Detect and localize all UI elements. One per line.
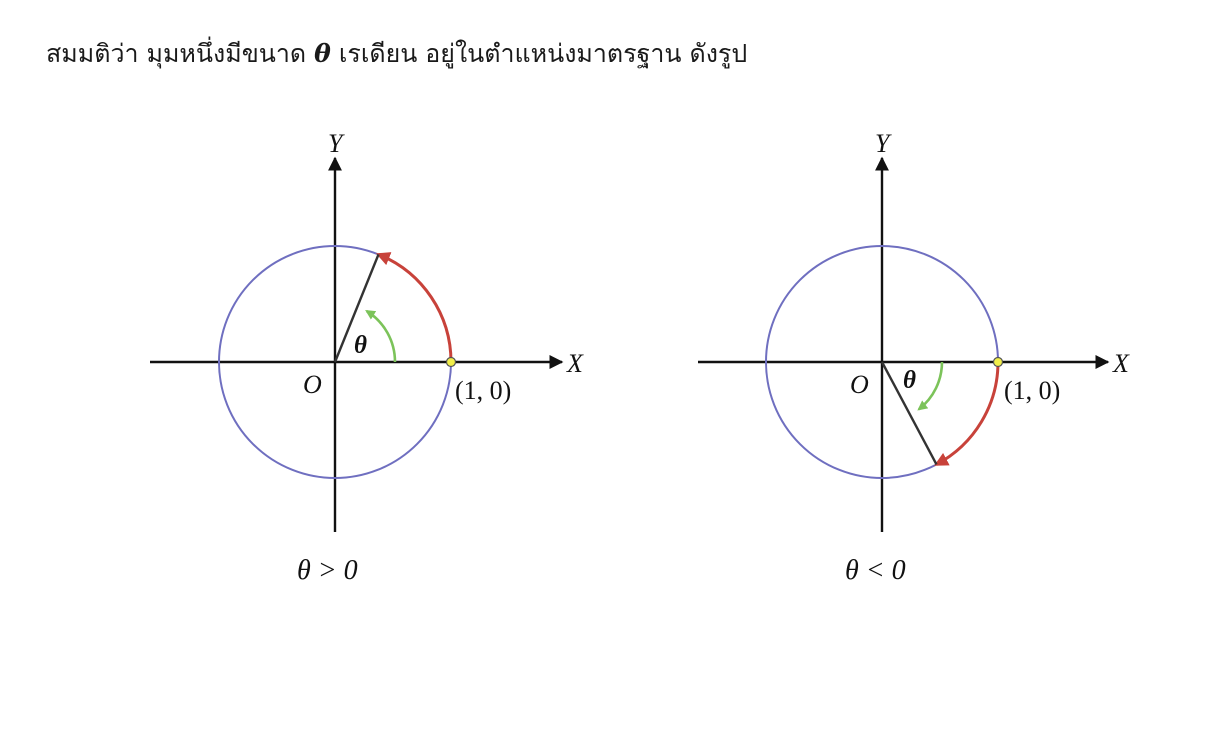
terminal-arc bbox=[375, 252, 453, 363]
caption: θ < 0 bbox=[845, 555, 906, 586]
angle-label: θ bbox=[354, 332, 367, 359]
x-axis-label: X bbox=[566, 349, 584, 378]
panel-positive: X Y O (1, 0) θ θ > 0 bbox=[150, 129, 584, 586]
caption: θ > 0 bbox=[297, 555, 358, 586]
statement-before: สมมติว่า มุมหนึ่งมีขนาด bbox=[46, 39, 307, 68]
point-1-0 bbox=[445, 356, 457, 368]
y-axis-label: Y bbox=[328, 129, 345, 158]
point-label: (1, 0) bbox=[1004, 376, 1060, 405]
statement-after: เรเดียน อยู่ในตำแหน่งมาตรฐาน ดังรูป bbox=[338, 39, 748, 68]
point-label: (1, 0) bbox=[455, 376, 511, 405]
terminal-arc bbox=[934, 361, 1000, 466]
panel-negative: X Y O (1, 0) θ θ < 0 bbox=[698, 129, 1130, 586]
angle-arrow bbox=[365, 309, 397, 363]
y-axis-label: Y bbox=[875, 129, 892, 158]
terminal-side bbox=[880, 361, 938, 465]
point-1-0 bbox=[992, 356, 1004, 368]
angle-label: θ bbox=[903, 367, 916, 394]
x-axis-label: X bbox=[1112, 349, 1130, 378]
terminal-side bbox=[333, 253, 380, 363]
theta-symbol: θ bbox=[314, 39, 331, 68]
origin-label: O bbox=[303, 370, 322, 399]
angle-arrow bbox=[917, 361, 944, 411]
origin-label: O bbox=[850, 370, 869, 399]
